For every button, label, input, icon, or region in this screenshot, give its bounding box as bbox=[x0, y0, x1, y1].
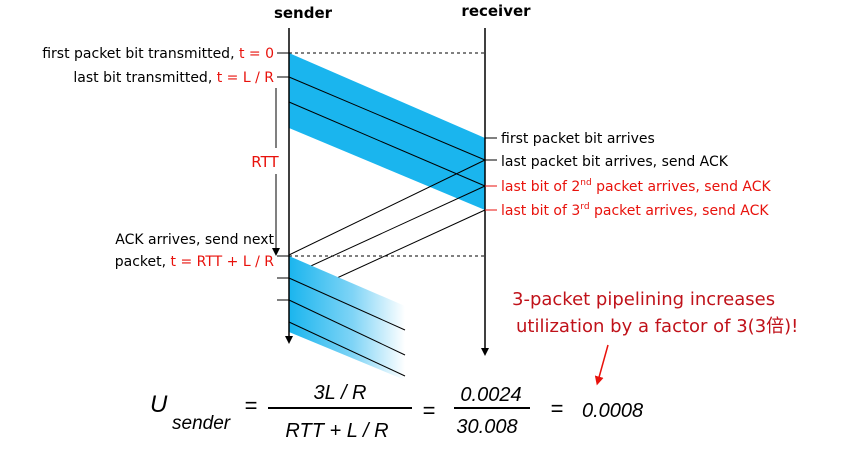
eq-equals-1: = bbox=[245, 393, 258, 418]
eq-numerator: 3L / R bbox=[314, 382, 367, 404]
packet-band bbox=[289, 53, 485, 210]
note-line-2: utilization by a factor of 3(3倍)! bbox=[516, 316, 798, 337]
eq-denominator: RTT + L / R bbox=[285, 420, 388, 442]
next-packet-line bbox=[288, 321, 406, 377]
note-line-1: 3-packet pipelining increases bbox=[512, 289, 775, 310]
last-bit-transmitted-label: last bit transmitted, t = L / R bbox=[73, 70, 274, 86]
eq-denominator-2: 30.008 bbox=[456, 416, 517, 438]
last-bit-arrives-label: last packet bit arrives, send ACK bbox=[501, 154, 729, 170]
receiver-header: receiver bbox=[461, 2, 531, 20]
next-packet-band bbox=[289, 256, 405, 380]
packet-divider-line bbox=[288, 101, 486, 187]
eq-result: 0.0008 bbox=[582, 400, 643, 422]
first-bit-arrives-label: first packet bit arrives bbox=[501, 131, 655, 147]
ack-arrives-time-label: packet, t = RTT + L / R bbox=[115, 254, 275, 270]
eq-u: U bbox=[150, 391, 168, 418]
eq-numerator-2: 0.0024 bbox=[460, 384, 521, 406]
next-packet-line bbox=[288, 277, 406, 331]
sender-header: sender bbox=[274, 4, 333, 22]
eq-equals-3: = bbox=[551, 396, 564, 421]
next-packet-line bbox=[288, 299, 406, 356]
ack-line bbox=[288, 185, 486, 277]
second-packet-arrives-label: last bit of 2nd packet arrives, send ACK bbox=[501, 178, 772, 195]
ack-arrives-label: ACK arrives, send next bbox=[115, 232, 274, 248]
first-bit-transmitted-label: first packet bit transmitted, t = 0 bbox=[42, 46, 274, 62]
note-arrow bbox=[594, 344, 609, 386]
eq-equals-2: = bbox=[423, 398, 436, 423]
rtt-label: RTT bbox=[251, 153, 279, 171]
eq-sub-sender: sender bbox=[172, 413, 231, 434]
ack-line bbox=[288, 159, 486, 256]
third-packet-arrives-label: last bit of 3rd packet arrives, send ACK bbox=[501, 202, 769, 219]
packet-divider-line bbox=[288, 76, 486, 161]
